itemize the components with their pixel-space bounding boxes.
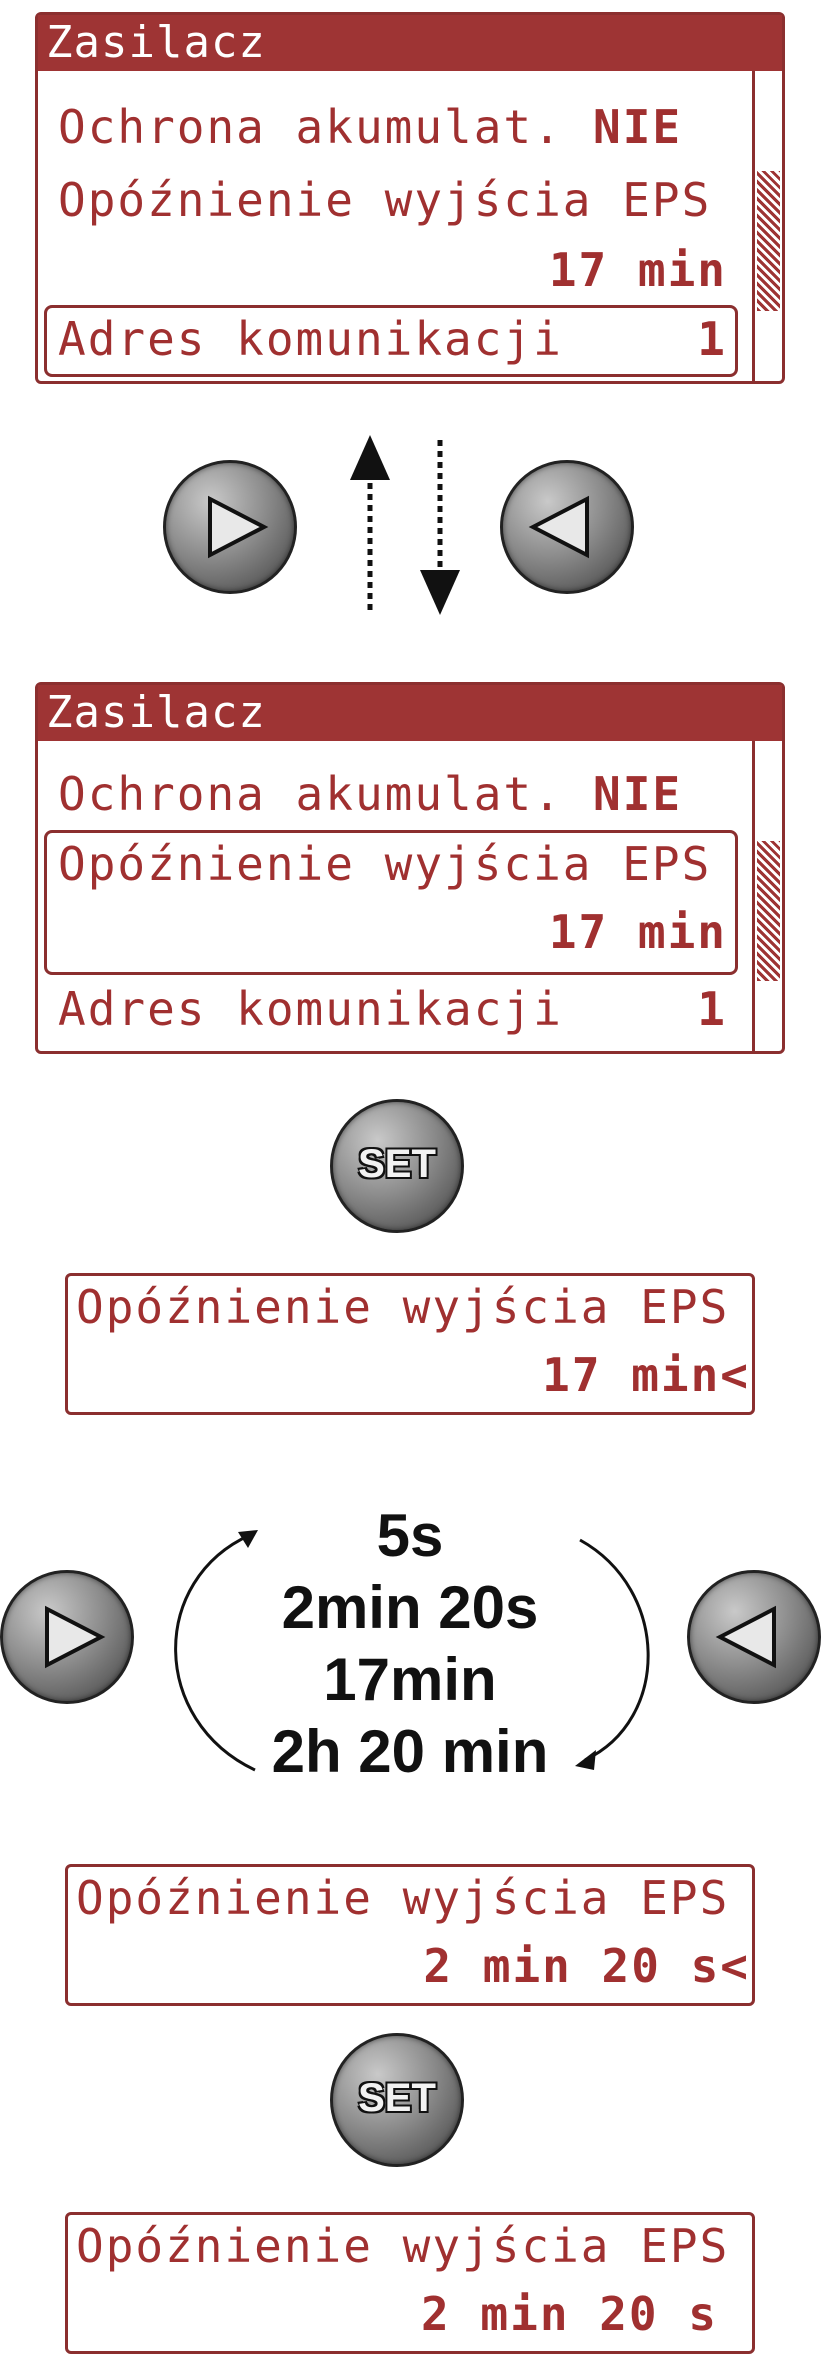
up-down-arrows-icon	[350, 435, 460, 615]
comm-address-label: Adres komunikacji	[58, 982, 563, 1036]
scrollbar	[752, 741, 782, 1051]
battery-protection-value: NIE	[593, 100, 683, 154]
edit-screen-1: Opóźnienie wyjścia EPS 17 min<	[65, 1273, 755, 1415]
menu-item-battery-protection: Ochrona akumulat.	[58, 100, 563, 154]
cycle-arrows-icon	[174, 1530, 650, 1772]
scroll-thumb	[757, 171, 780, 311]
selection-frame	[44, 830, 738, 975]
eps-delay-value: 17 min	[548, 905, 727, 959]
left-arrow-button[interactable]	[687, 1570, 821, 1704]
eps-delay-label: Opóźnienie wyjścia EPS	[76, 2219, 730, 2273]
eps-delay-value: 2 min 20 s<	[423, 1939, 750, 1993]
menu-screen-1: Zasilacz Ochrona akumulat. NIE Opóźnieni…	[35, 12, 785, 384]
eps-delay-label: Opóźnienie wyjścia EPS	[58, 173, 712, 227]
left-arrow-icon	[715, 1605, 776, 1669]
cycle-option-3: 17min	[323, 1646, 497, 1713]
battery-protection-value: NIE	[593, 767, 683, 821]
battery-protection-label: Ochrona akumulat.	[58, 767, 563, 821]
comm-address-label: Adres komunikacji	[58, 312, 563, 366]
selection-frame	[44, 305, 738, 377]
menu-title: Zasilacz	[38, 685, 782, 741]
set-button[interactable]: SET	[330, 1099, 464, 1233]
battery-protection-label: Ochrona akumulat.	[58, 100, 563, 154]
menu-screen-2: Zasilacz Ochrona akumulat. NIE Opóźnieni…	[35, 682, 785, 1054]
eps-delay-value: 2 min 20 s	[421, 2287, 718, 2341]
eps-delay-value: 17 min	[548, 243, 727, 297]
right-arrow-button[interactable]	[0, 1570, 134, 1704]
eps-delay-value: 17 min<	[542, 1348, 750, 1402]
left-arrow-icon	[528, 495, 589, 559]
comm-address-value: 1	[697, 982, 727, 1036]
scrollbar	[752, 71, 782, 381]
edit-screen-2: Opóźnienie wyjścia EPS 2 min 20 s<	[65, 1864, 755, 2006]
cycle-option-1: 5s	[376, 1502, 444, 1569]
cycle-option-4: 2h 20 min	[271, 1718, 549, 1785]
right-arrow-button[interactable]	[163, 460, 297, 594]
left-arrow-button[interactable]	[500, 460, 634, 594]
scroll-thumb	[757, 841, 780, 981]
eps-delay-label: Opóźnienie wyjścia EPS	[58, 837, 712, 891]
cycle-option-2: 2min 20s	[281, 1574, 539, 1641]
eps-delay-label: Opóźnienie wyjścia EPS	[76, 1871, 730, 1925]
menu-title: Zasilacz	[38, 15, 782, 71]
confirm-screen: Opóźnienie wyjścia EPS 2 min 20 s	[65, 2212, 755, 2354]
set-label: SET	[358, 1142, 436, 1186]
right-arrow-icon	[208, 495, 269, 559]
right-arrow-icon	[45, 1605, 106, 1669]
comm-address-value: 1	[697, 312, 727, 366]
set-button[interactable]: SET	[330, 2033, 464, 2167]
eps-delay-label: Opóźnienie wyjścia EPS	[76, 1280, 730, 1334]
set-label: SET	[358, 2076, 436, 2120]
